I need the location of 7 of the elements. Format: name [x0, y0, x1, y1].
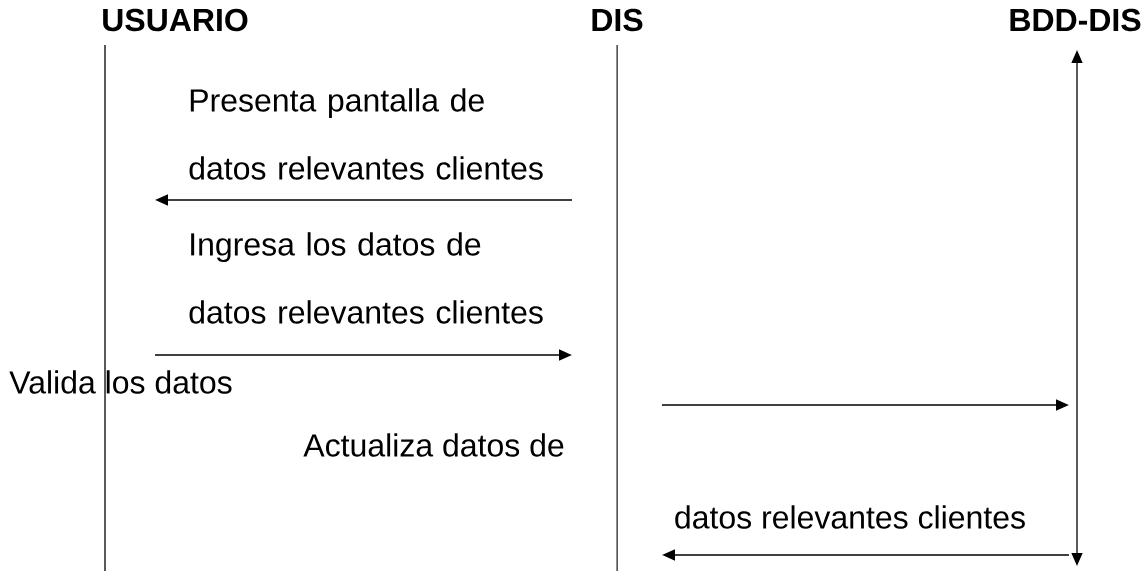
edge-label: Actualiza datos de [303, 433, 564, 457]
edge-label: datos relevantes clientes [675, 505, 1025, 529]
lifeline: DIS [592, 8, 643, 571]
node-label: BDD-DIS [1010, 8, 1141, 32]
edge-label: Presenta pantalla de datos relevantes clientes [189, 88, 543, 180]
note-text: Valida los datos [9, 370, 232, 394]
edge-label: Ingresa los datos de datos relevantes clientes [189, 232, 543, 324]
